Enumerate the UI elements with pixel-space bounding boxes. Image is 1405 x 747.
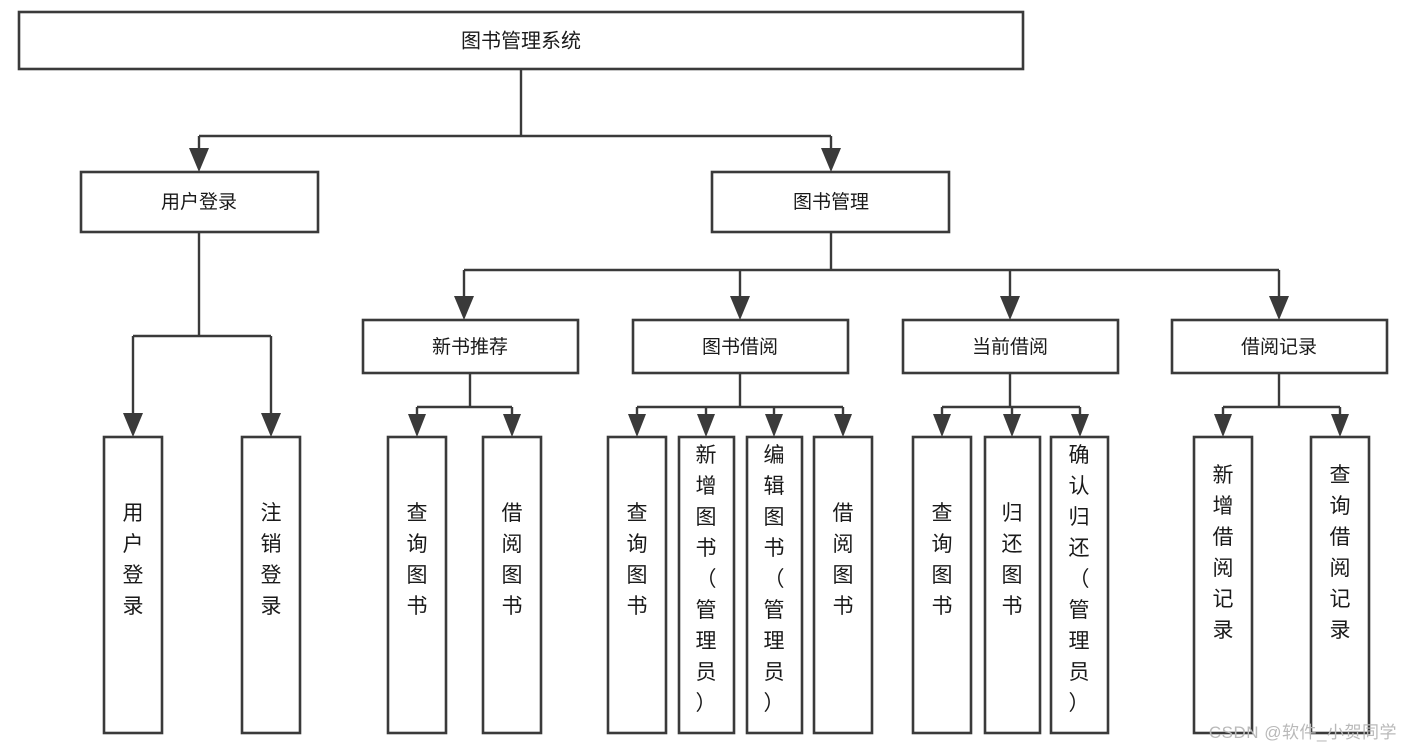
node-leaf-05-label: 查询图书	[627, 502, 648, 618]
node-leaf-02-box[interactable]	[240, 435, 302, 735]
arrowhead-leaf-08	[834, 414, 852, 437]
node-leaf-02-label: 注销登录	[261, 502, 282, 618]
arrowhead-leaf-02	[261, 413, 281, 437]
arrowhead-leaf-12	[1214, 414, 1232, 437]
node-user-login-label: 用户登录	[161, 191, 237, 213]
node-leaf-11-box[interactable]	[1049, 435, 1110, 735]
node-leaf-13-box[interactable]	[1309, 435, 1371, 735]
arrowhead-leaf-05	[628, 414, 646, 437]
node-book-manage-box[interactable]	[710, 170, 951, 234]
node-leaf-10-label: 归还图书	[1002, 502, 1023, 618]
node-leaf-03-label: 查询图书	[407, 502, 428, 618]
node-leaf-07[interactable]: 编辑图书（管理员）	[745, 435, 804, 735]
node-book-manage[interactable]: 图书管理	[710, 170, 951, 234]
node-current-borrow[interactable]: 当前借阅	[901, 318, 1120, 375]
node-leaf-06-label: 新增图书（管理员）	[696, 444, 717, 715]
node-leaf-10-box[interactable]	[983, 435, 1042, 735]
node-leaf-06[interactable]: 新增图书（管理员）	[677, 435, 736, 735]
arrowhead-new-book-rec	[454, 296, 474, 320]
arrowhead-user-login	[189, 148, 209, 172]
node-leaf-09-box[interactable]	[911, 435, 973, 735]
node-borrow-record-label: 借阅记录	[1241, 336, 1317, 358]
node-leaf-04-label: 借阅图书	[502, 502, 523, 618]
arrowhead-leaf-06	[697, 414, 715, 437]
arrowhead-leaf-07	[765, 414, 783, 437]
node-root[interactable]: 图书管理系统	[17, 10, 1025, 71]
node-leaf-01-label: 用户登录	[123, 502, 144, 618]
node-leaf-04[interactable]: 借阅图书	[481, 435, 543, 735]
node-book-manage-label: 图书管理	[793, 191, 869, 213]
node-new-book-rec[interactable]: 新书推荐	[361, 318, 580, 375]
node-leaf-08[interactable]: 借阅图书	[812, 435, 874, 735]
node-leaf-08-label: 借阅图书	[833, 502, 854, 618]
node-leaf-01[interactable]: 用户登录	[102, 435, 164, 735]
node-leaf-11[interactable]: 确认归还（管理员）	[1049, 435, 1110, 735]
arrowhead-borrow-record	[1269, 296, 1289, 320]
arrowhead-leaf-13	[1331, 414, 1349, 437]
node-leaf-01-box[interactable]	[102, 435, 164, 735]
arrowhead-leaf-09	[933, 414, 951, 437]
node-leaf-05[interactable]: 查询图书	[606, 435, 668, 735]
node-leaf-03-box[interactable]	[386, 435, 448, 735]
arrowhead-book-manage	[821, 148, 841, 172]
node-leaf-13-label: 查询借阅记录	[1330, 464, 1351, 642]
arrowhead-leaf-10	[1003, 414, 1021, 437]
node-current-borrow-box[interactable]	[901, 318, 1120, 375]
csdn-watermark: CSDN @软件_小贺同学	[1208, 723, 1397, 742]
node-leaf-07-box[interactable]	[745, 435, 804, 735]
node-leaf-09[interactable]: 查询图书	[911, 435, 973, 735]
arrowhead-leaf-11	[1071, 414, 1089, 437]
node-leaf-07-label: 编辑图书（管理员）	[764, 444, 785, 715]
arrowhead-leaf-03	[408, 414, 426, 437]
node-leaf-12-box[interactable]	[1192, 435, 1254, 735]
node-book-borrow-label: 图书借阅	[702, 336, 778, 358]
arrowhead-book-borrow	[730, 296, 750, 320]
node-borrow-record-box[interactable]	[1170, 318, 1389, 375]
node-leaf-11-label: 确认归还（管理员）	[1069, 444, 1090, 715]
node-leaf-12-label: 新增借阅记录	[1213, 464, 1234, 642]
node-leaf-09-label: 查询图书	[932, 502, 953, 618]
node-leaf-02[interactable]: 注销登录	[240, 435, 302, 735]
arrowhead-leaf-01	[123, 413, 143, 437]
node-borrow-record[interactable]: 借阅记录	[1170, 318, 1389, 375]
node-user-login[interactable]: 用户登录	[79, 170, 320, 234]
node-new-book-rec-box[interactable]	[361, 318, 580, 375]
node-leaf-04-box[interactable]	[481, 435, 543, 735]
node-leaf-05-box[interactable]	[606, 435, 668, 735]
node-leaf-08-box[interactable]	[812, 435, 874, 735]
node-new-book-rec-label: 新书推荐	[432, 336, 508, 358]
node-leaf-13[interactable]: 查询借阅记录	[1309, 435, 1371, 735]
node-leaf-03[interactable]: 查询图书	[386, 435, 448, 735]
node-book-borrow-box[interactable]	[631, 318, 850, 375]
node-user-login-box[interactable]	[79, 170, 320, 234]
node-root-label: 图书管理系统	[461, 29, 581, 52]
node-leaf-10[interactable]: 归还图书	[983, 435, 1042, 735]
arrowhead-leaf-04	[503, 414, 521, 437]
node-leaf-12[interactable]: 新增借阅记录	[1192, 435, 1254, 735]
arrowhead-current-borrow	[1000, 296, 1020, 320]
connector-layer	[123, 69, 1349, 437]
node-current-borrow-label: 当前借阅	[972, 336, 1048, 358]
node-root-box[interactable]	[17, 10, 1025, 71]
node-book-borrow[interactable]: 图书借阅	[631, 318, 850, 375]
node-leaf-06-box[interactable]	[677, 435, 736, 735]
